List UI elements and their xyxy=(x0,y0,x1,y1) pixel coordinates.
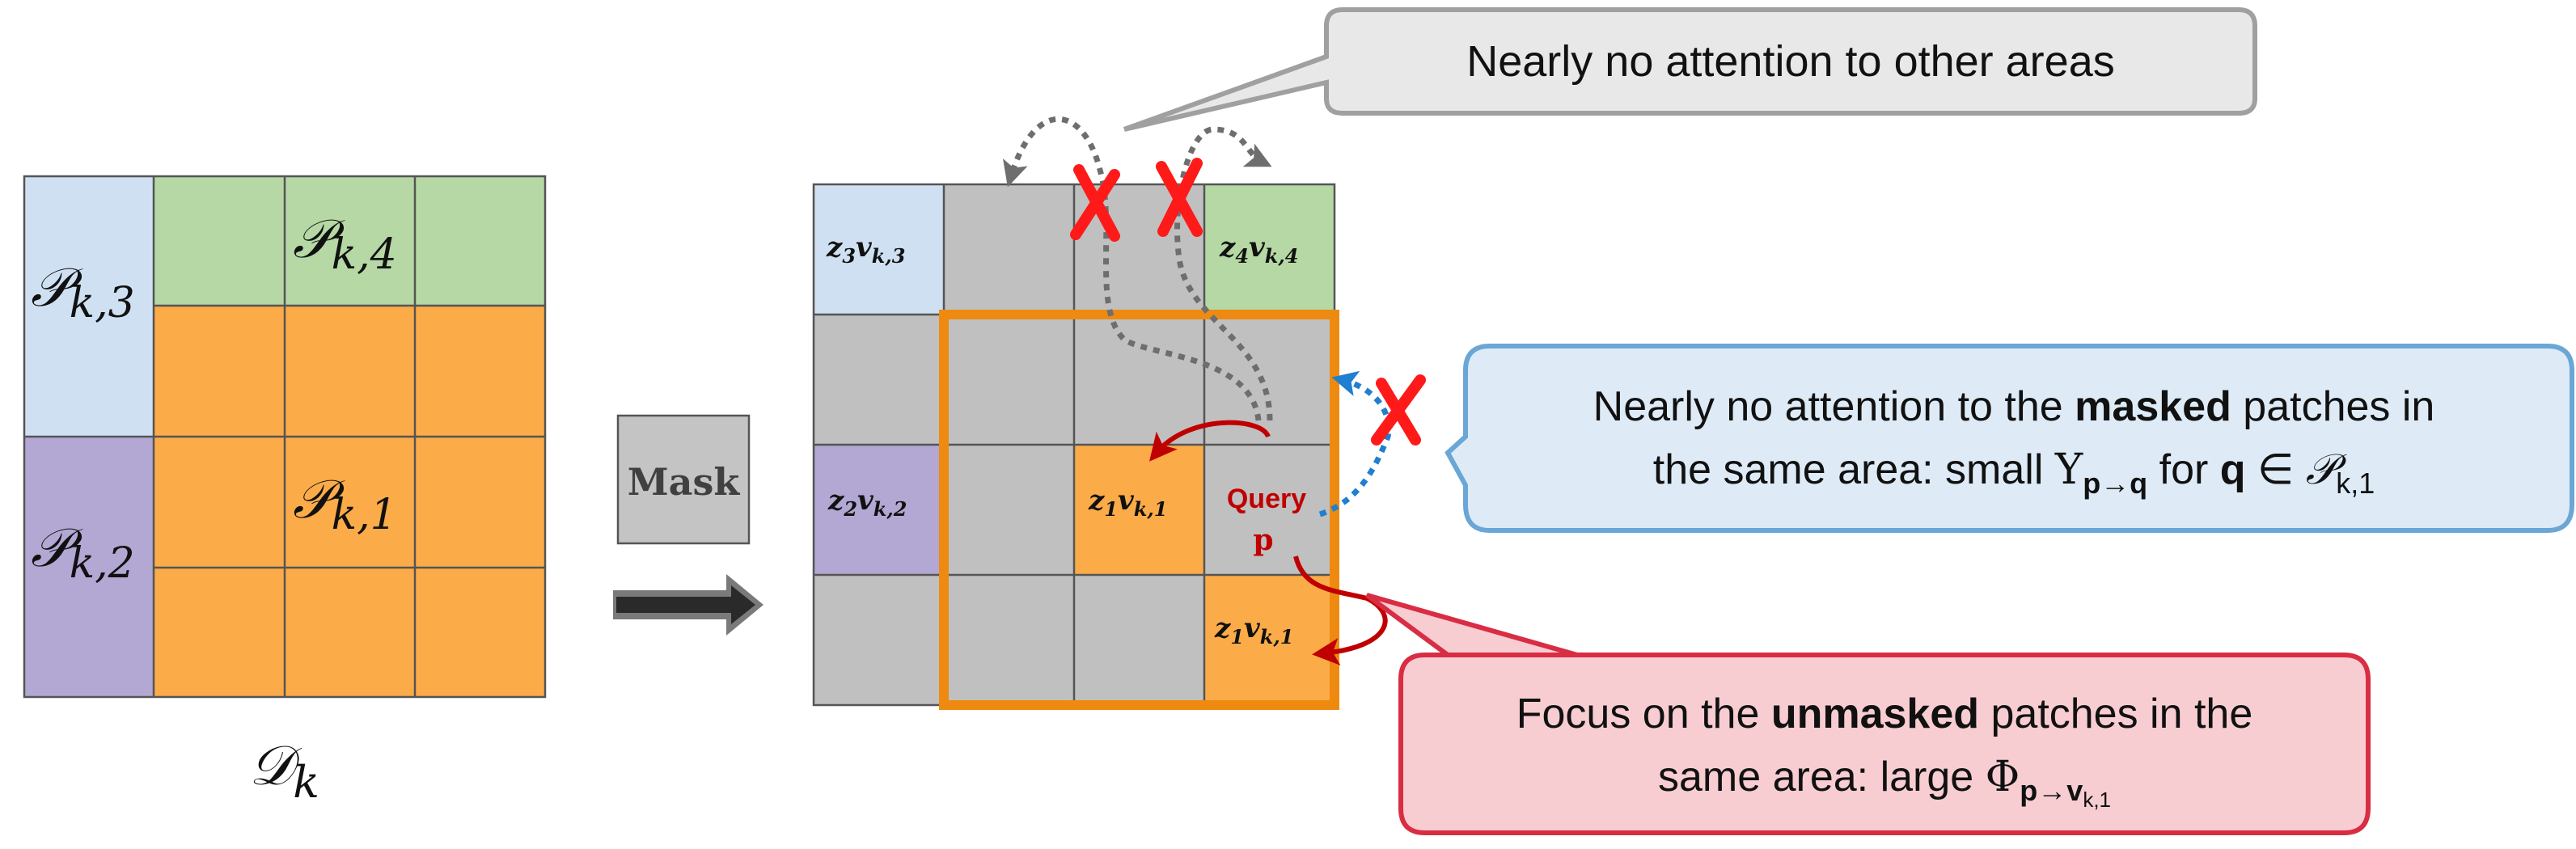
cross-icon xyxy=(1156,158,1203,237)
mask-arrow-icon xyxy=(613,574,763,636)
cell-z4v4-label: z4vk,4 xyxy=(1219,231,1298,268)
left-grid: 𝒫k,3 𝒫k,4 𝒫k,1 𝒫k,2 𝒟k xyxy=(23,175,547,808)
cell-z1v1a-label: z1vk,1 xyxy=(1088,484,1167,521)
cell-z1v1a-bg xyxy=(1074,445,1204,575)
attention-arrows xyxy=(1002,116,1392,666)
callout-red-line2: same area: large Φp→vk,1 xyxy=(1658,753,2111,812)
red-arrow-to-left-unmasked xyxy=(1149,420,1271,462)
mask-label: Mask xyxy=(628,460,741,504)
query-point-label: p xyxy=(1253,523,1273,557)
right-grid: z3vk,3 z4vk,4 z2vk,2 z1vk,1 z1vk,1 Query… xyxy=(812,183,1339,710)
callout-unmasked: Focus on the unmasked patches in the sam… xyxy=(1365,593,2371,835)
mask-box xyxy=(616,414,751,545)
blue-arrow-to-masked xyxy=(1318,370,1392,517)
cell-z1v1b-label: z1vk,1 xyxy=(1214,612,1293,648)
callout-red-line1: Focus on the unmasked patches in the xyxy=(1516,691,2253,737)
cell-z4v4-bg xyxy=(1204,184,1335,315)
cross-icon xyxy=(1371,374,1426,446)
callout-blue-line2: the same area: small Υp→q for q ∈ 𝒫k,1 xyxy=(1653,446,2375,500)
callout-blue-line1: Nearly no attention to the masked patche… xyxy=(1593,383,2435,430)
cross-marks xyxy=(1070,158,1426,446)
cell-z3v3-label: z3vk,3 xyxy=(826,231,905,268)
label-p-k4: 𝒫k,4 xyxy=(293,208,397,279)
cell-z2v2-bg xyxy=(814,445,944,575)
callout-masked: Nearly no attention to the masked patche… xyxy=(1445,344,2574,533)
cell-z3v3-bg xyxy=(814,184,944,315)
callout-top-text: Nearly no attention to other areas xyxy=(1466,37,2114,86)
callout-other-areas: Nearly no attention to other areas xyxy=(1123,7,2257,132)
callout-gray-shape xyxy=(1123,7,2257,132)
callout-red-shape xyxy=(1365,593,2371,835)
region-p-k3-bg xyxy=(24,176,154,437)
query-label: Query xyxy=(1227,484,1306,514)
callout-blue-shape xyxy=(1445,344,2574,533)
cell-z2v2-label: z2vk,2 xyxy=(827,484,907,521)
region-p-k4-bg xyxy=(154,176,545,306)
cell-query-bg xyxy=(1204,445,1335,575)
region-p-k1-bg xyxy=(154,306,545,697)
gray-arrow-to-right-area xyxy=(1174,126,1273,421)
gray-arrow-to-left-area xyxy=(1002,116,1262,421)
region-p-k2-bg xyxy=(24,437,154,697)
left-grid-lines xyxy=(23,175,547,699)
caption-d-k: 𝒟k xyxy=(249,734,319,808)
cross-icon xyxy=(1070,164,1120,242)
mask-step: Mask xyxy=(613,414,763,636)
red-arrow-to-lower-unmasked xyxy=(1293,555,1388,666)
